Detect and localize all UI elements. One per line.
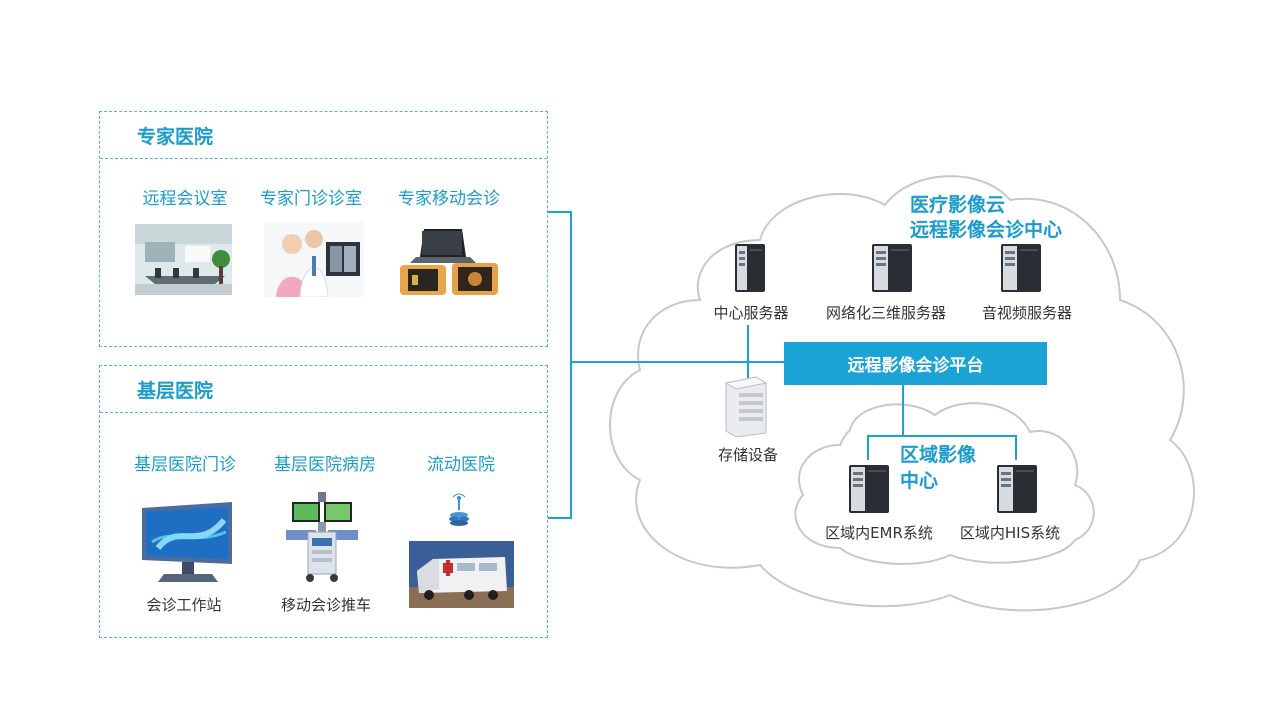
primary-hospital-title: 基层医院 <box>137 380 214 402</box>
category-expert-clinic: 专家门诊诊室 <box>260 189 362 209</box>
conference-room-image <box>135 224 232 295</box>
mobile-cart-image <box>280 492 364 584</box>
category-mobile-hospital: 流动医院 <box>427 455 495 475</box>
category-primary-ward: 基层医院病房 <box>274 455 376 475</box>
regional-bracket <box>867 435 1017 460</box>
hospital-bracket <box>548 211 572 519</box>
expert-clinic-image <box>264 222 364 297</box>
imaging-platform-bar: 远程影像会诊平台 <box>784 342 1047 385</box>
category-conference-room: 远程会议室 <box>142 189 228 209</box>
expert-hospital-panel: 专家医院 <box>99 111 548 347</box>
cloud-title-line2: 远程影像会诊中心 <box>910 219 1063 241</box>
storage-label: 存储设备 <box>717 446 779 464</box>
cloud-title-line1: 医疗影像云 <box>910 194 1006 216</box>
primary-hospital-panel: 基层医院 <box>99 365 548 638</box>
workstation-image <box>138 502 238 584</box>
server-label-av: 音视频服务器 <box>981 304 1073 322</box>
regional-title-line2: 中心 <box>900 470 939 492</box>
storage-device-icon <box>722 375 770 441</box>
expert-mobile-image <box>396 225 502 303</box>
regional-title-line1: 区域影像 <box>900 444 977 466</box>
category-primary-outpatient: 基层医院门诊 <box>134 455 236 475</box>
system-label-emr: 区域内EMR系统 <box>825 524 933 542</box>
his-server-icon <box>996 464 1038 518</box>
emr-server-icon <box>848 464 890 518</box>
av-server-icon <box>1000 243 1042 297</box>
category-expert-mobile: 专家移动会诊 <box>398 189 500 209</box>
3d-server-icon <box>871 243 913 297</box>
device-mobile-cart: 移动会诊推车 <box>280 596 372 614</box>
server-label-3d: 网络化三维服务器 <box>825 304 947 322</box>
satellite-icon <box>444 493 474 527</box>
mobile-hospital-image <box>409 541 514 608</box>
expert-hospital-header: 专家医院 <box>100 112 547 159</box>
primary-hospital-header: 基层医院 <box>100 366 547 413</box>
system-label-his: 区域内HIS系统 <box>959 524 1061 542</box>
server-label-center: 中心服务器 <box>713 304 789 322</box>
expert-hospital-title: 专家医院 <box>137 126 214 148</box>
center-server-icon <box>734 243 766 297</box>
device-workstation: 会诊工作站 <box>146 596 222 614</box>
regional-cloud-outline <box>794 402 1095 565</box>
